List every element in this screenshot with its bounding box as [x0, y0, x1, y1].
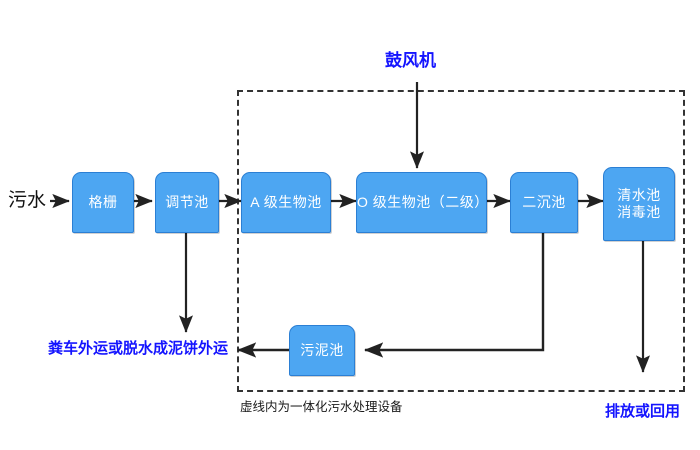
node-clearwater-disinfection-tank[interactable]: 清水池 消毒池: [603, 167, 675, 241]
label-inlet-wastewater: 污水: [8, 190, 47, 211]
node-a-stage-bio-tank[interactable]: A 级生物池: [241, 172, 331, 233]
label-sludge-haul-away: 粪车外运或脱水成泥饼外运: [48, 340, 229, 357]
label-discharge-or-reuse: 排放或回用: [605, 403, 681, 420]
label-blower: 鼓风机: [385, 51, 436, 70]
integrated-equipment-boundary: [237, 90, 685, 392]
label-region-caption: 虚线内为一体化污水处理设备: [240, 400, 403, 414]
node-grille[interactable]: 格栅: [72, 172, 134, 233]
node-secondary-sedimentation-tank[interactable]: 二沉池: [510, 172, 578, 233]
node-sludge-tank[interactable]: 污泥池: [289, 325, 355, 376]
node-regulating-tank[interactable]: 调节池: [155, 172, 219, 233]
node-o-stage-bio-tank[interactable]: O 级生物池（二级）: [356, 172, 488, 233]
